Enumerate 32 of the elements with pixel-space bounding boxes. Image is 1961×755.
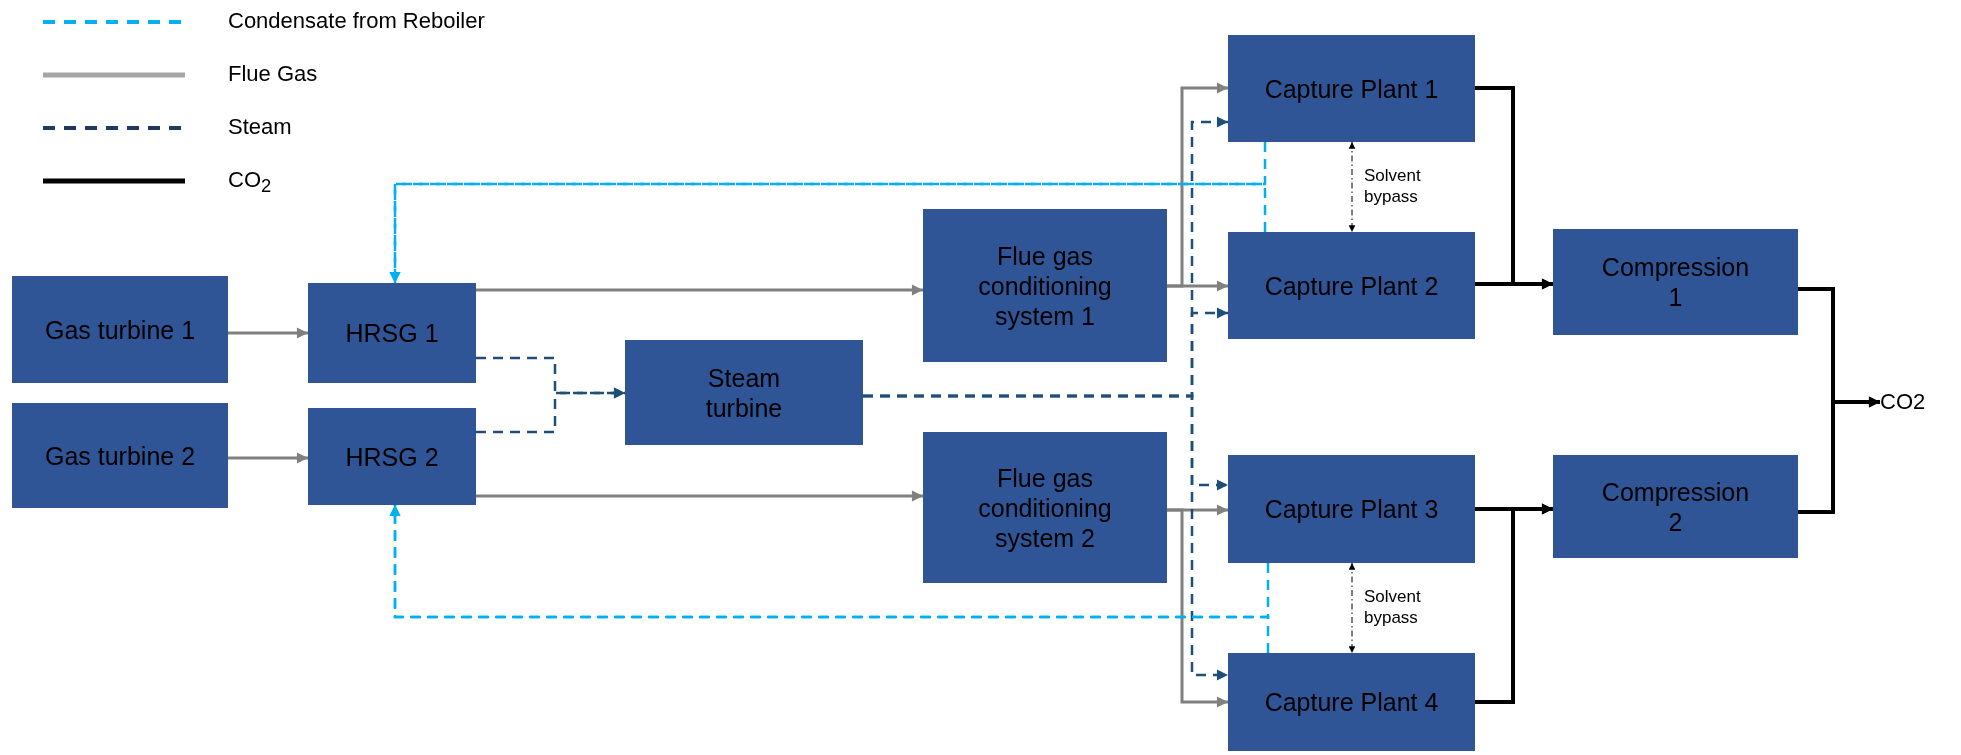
process-box: Capture Plant 4 <box>1228 653 1475 751</box>
flue-gas-arrow <box>1167 508 1228 708</box>
process-box: Flue gas conditioning system 2 <box>923 432 1167 583</box>
condensate-arrow <box>389 182 1267 283</box>
process-box: HRSG 2 <box>308 408 476 505</box>
co2-arrow <box>1798 396 1880 514</box>
legend-label: Flue Gas <box>228 61 318 88</box>
process-box: Capture Plant 2 <box>1228 232 1475 339</box>
process-box: Steam turbine <box>625 340 863 445</box>
steam-arrow <box>863 394 1228 681</box>
flue-gas-arrow <box>476 490 923 502</box>
flue-gas-arrow <box>1167 280 1228 292</box>
flue-gas-arrow <box>476 284 923 296</box>
process-box: Capture Plant 3 <box>1228 455 1475 563</box>
condensate-arrow <box>389 505 1270 653</box>
output-label: CO2 <box>1880 388 1950 416</box>
process-box: HRSG 1 <box>308 283 476 383</box>
process-box: Gas turbine 2 <box>12 403 228 508</box>
legend-label: Condensate from Reboiler <box>228 8 485 35</box>
process-box: Capture Plant 1 <box>1228 35 1475 142</box>
bypass-arrow <box>1348 141 1356 233</box>
process-box: Flue gas conditioning system 1 <box>923 209 1167 362</box>
process-box: Compression 1 <box>1553 229 1798 335</box>
legend-label: CO$_{2}$ <box>228 167 272 198</box>
steam-arrow <box>476 387 625 434</box>
co2-arrow <box>1475 503 1553 704</box>
flue-gas-arrow <box>228 327 308 339</box>
flue-gas-arrow <box>228 452 308 464</box>
process-box: Compression 2 <box>1553 455 1798 558</box>
process-box: Gas turbine 1 <box>12 276 228 383</box>
bypass-arrow <box>1348 562 1356 654</box>
legend-label: Steam <box>228 114 292 141</box>
